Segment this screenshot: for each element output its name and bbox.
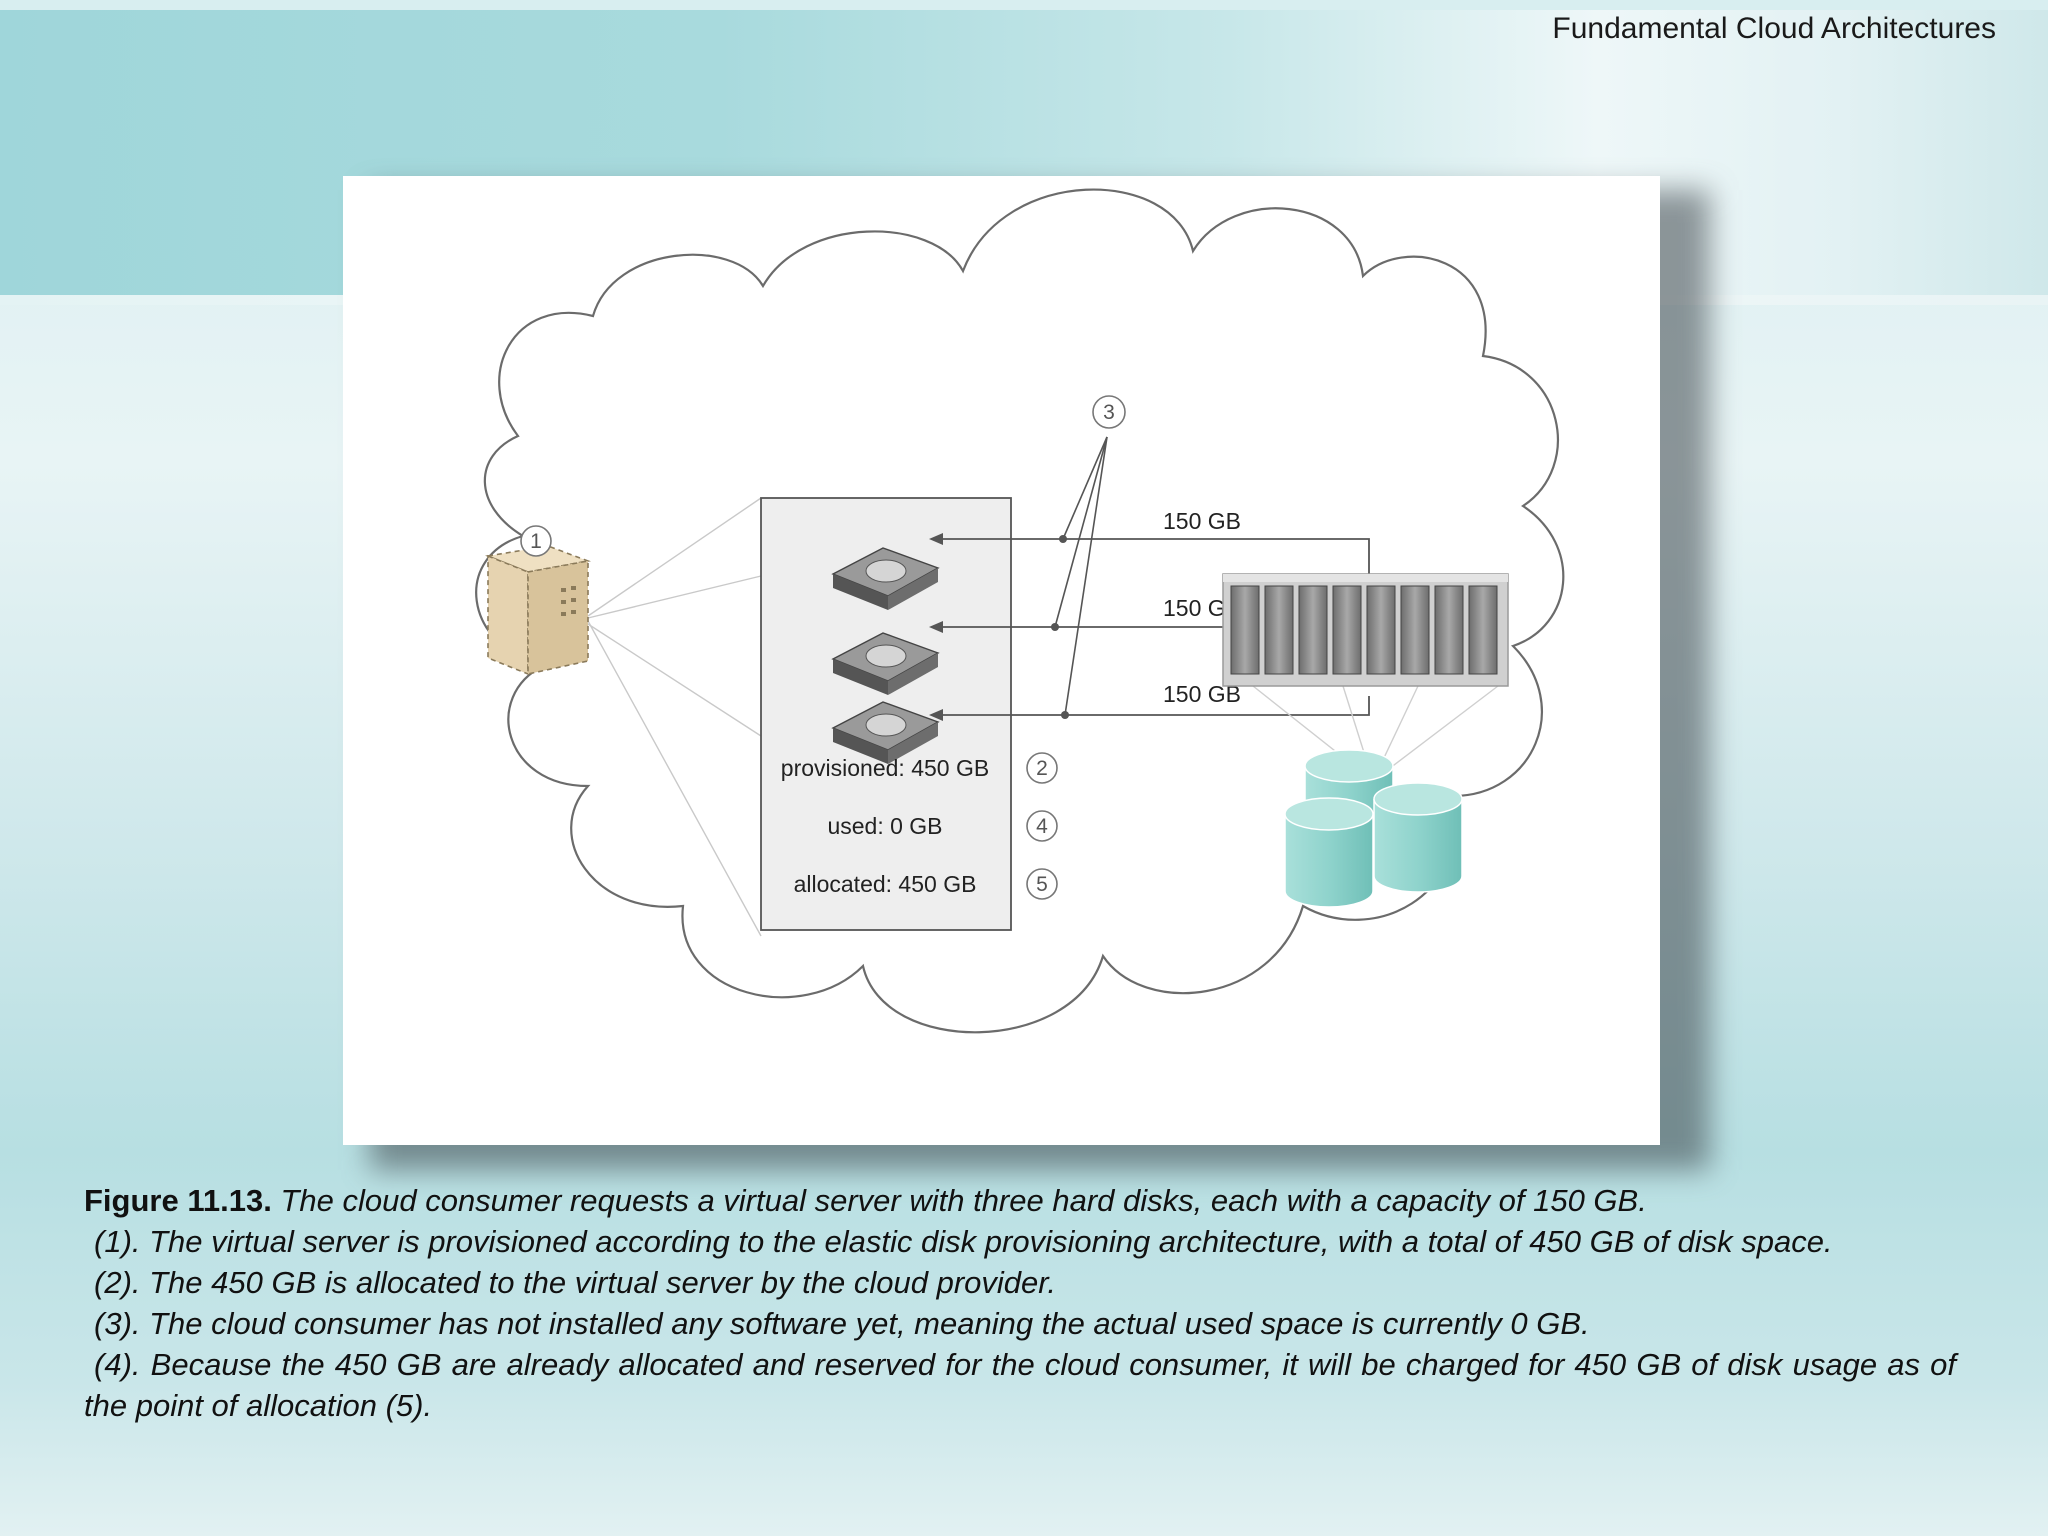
caption-line: (1). The virtual server is provisioned a… (94, 1224, 1833, 1259)
callout-3: 3 (1092, 395, 1126, 429)
svg-text:5: 5 (1036, 873, 1048, 896)
caption-intro-line: Figure 11.13. The cloud consumer request… (84, 1180, 1956, 1221)
caption-line: (3). The cloud consumer has not installe… (94, 1306, 1590, 1341)
figure-label: Figure 11.13. (84, 1183, 272, 1218)
virtual-disk-icon (831, 547, 940, 610)
callout-5: 5 (1026, 868, 1058, 900)
arrow-heads (929, 533, 943, 721)
allocated-label: allocated: 450 GB (794, 871, 977, 897)
callout-3-dots (1051, 535, 1069, 719)
disk-capacity-label: 150 GB (1163, 508, 1241, 534)
caption-line: (4). Because the 450 GB are already allo… (84, 1347, 1956, 1423)
callout-1: 1 (520, 525, 552, 557)
used-label: used: 0 GB (827, 813, 942, 839)
svg-text:1: 1 (530, 530, 542, 553)
projection-lines (587, 497, 762, 937)
slide-header-title: Fundamental Cloud Architectures (1552, 12, 1996, 45)
cloud-diagram: 1 provisioned: 450 GB used: 0 GB allocat… (475, 188, 1565, 1034)
virtual-disk-icon (831, 701, 940, 764)
provisioned-label: provisioned: 450 GB (781, 755, 989, 781)
svg-text:2: 2 (1036, 757, 1048, 780)
figure-panel: 1 provisioned: 450 GB used: 0 GB allocat… (343, 176, 1660, 1145)
caption-line: (2). The 450 GB is allocated to the virt… (94, 1265, 1057, 1300)
virtual-server-icon (485, 545, 591, 676)
virtual-disk-icon (831, 632, 940, 695)
figure-caption: Figure 11.13. The cloud consumer request… (84, 1180, 1956, 1426)
callout-2: 2 (1026, 752, 1058, 784)
caption-line: The cloud consumer requests a virtual se… (280, 1183, 1647, 1218)
physical-storage-cylinders-icon (1284, 749, 1463, 908)
callout-3-lines (1054, 436, 1108, 716)
storage-device-rack-icon (1222, 573, 1509, 687)
callout-4: 4 (1026, 810, 1058, 842)
svg-text:4: 4 (1036, 815, 1048, 838)
svg-text:3: 3 (1103, 401, 1115, 424)
